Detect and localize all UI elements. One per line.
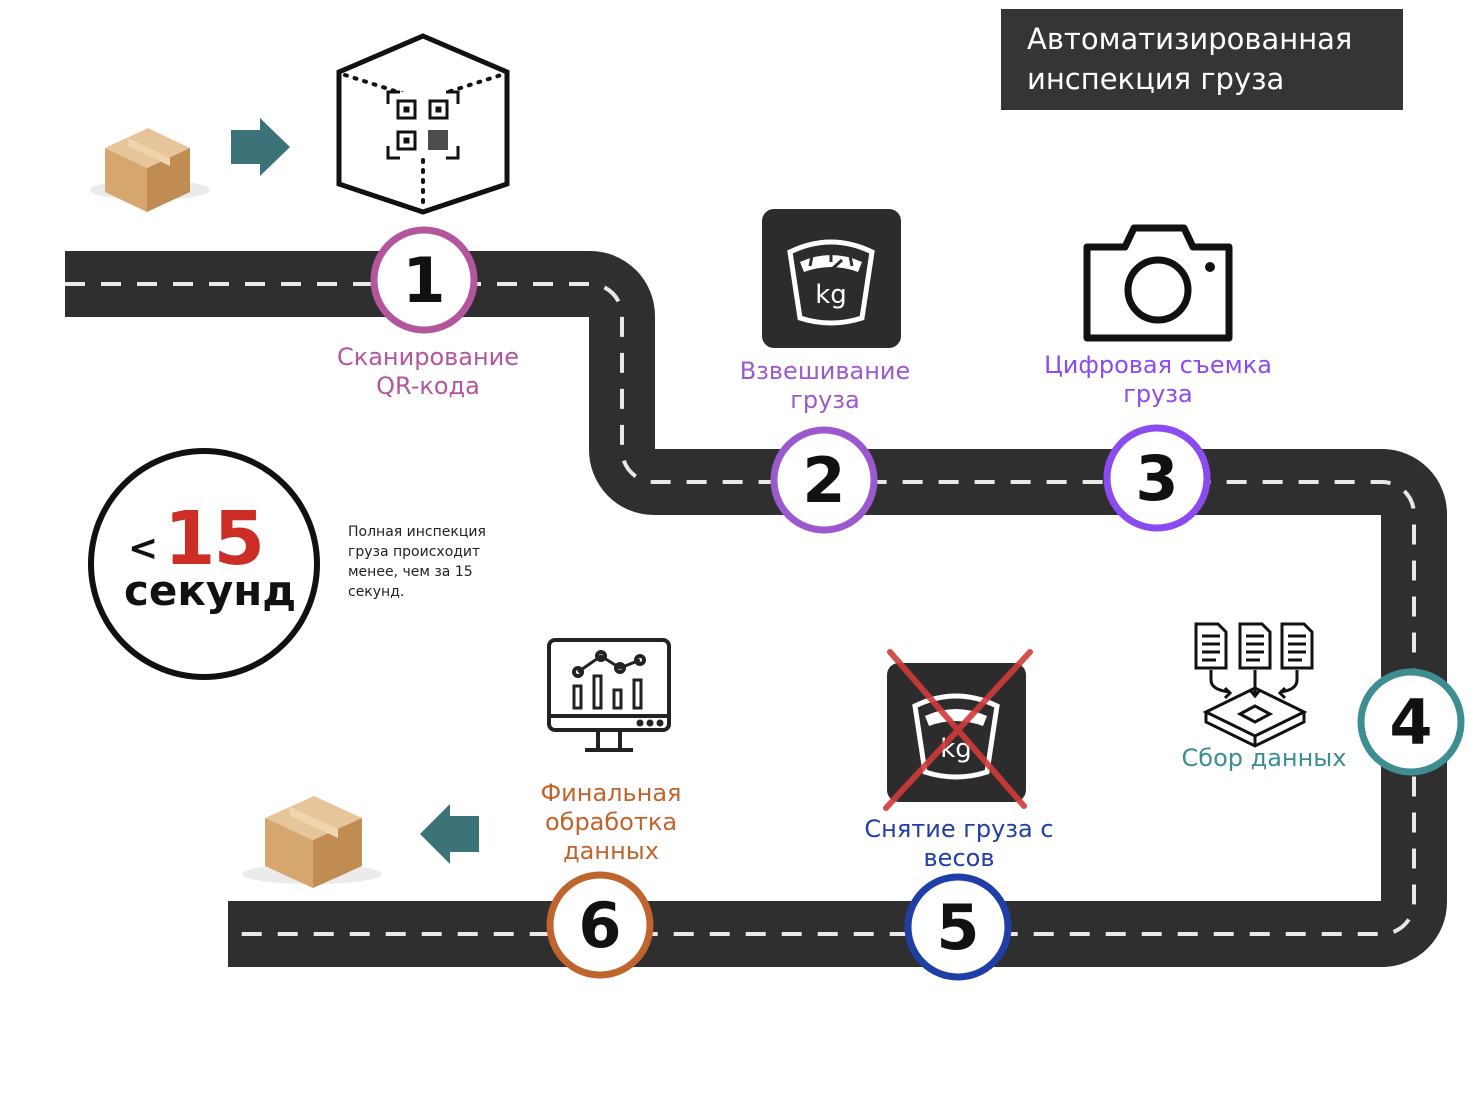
data-collection-icon: [1194, 622, 1314, 748]
step-5-marker: 5: [904, 873, 1012, 981]
title-box: Автоматизированная инспекция груза: [1001, 9, 1403, 110]
step-6-number: 6: [578, 889, 621, 962]
arrow-left-icon: [420, 804, 479, 864]
weighing-scale-icon: kg: [762, 209, 901, 348]
timer-value: 15: [164, 496, 265, 582]
inspection-note: Полная инспекция груза происходит менее,…: [348, 524, 486, 600]
step-5-number: 5: [936, 891, 979, 964]
step-3-marker: 3: [1103, 424, 1211, 532]
step-2-number: 2: [802, 444, 845, 517]
step-4-number: 4: [1389, 686, 1432, 759]
analytics-monitor-icon: [547, 638, 671, 752]
camera-icon: [1083, 224, 1233, 342]
step-6-label: Финальная обработка данных: [540, 779, 682, 865]
step-4-marker: 4: [1357, 668, 1465, 776]
step-3-label: Цифровая съемка груза: [1044, 351, 1272, 408]
step-1-label: Сканирование QR-кода: [336, 343, 520, 400]
step-1-marker: 1: [370, 226, 478, 334]
step-6-marker: 6: [546, 871, 654, 979]
step-2-marker: 2: [770, 426, 878, 534]
arrow-right-icon: [231, 118, 290, 176]
box-end-icon: [242, 796, 382, 888]
step-4-label: Сбор данных: [1181, 744, 1347, 772]
timer-circle: [88, 448, 320, 680]
road-center-line: [65, 282, 1416, 936]
timer-prefix: <: [128, 528, 159, 569]
timer-unit: секунд: [124, 566, 297, 615]
step-5-label: Снятие груза с весов: [864, 815, 1054, 872]
title-line-2: инспекция груза: [1027, 62, 1285, 96]
step-1-number: 1: [402, 244, 445, 317]
step-2-label: Взвешивание груза: [739, 357, 911, 414]
box-start-icon: [90, 128, 210, 212]
svg-text:kg: kg: [815, 280, 847, 310]
qr-scan-box-icon: [336, 33, 510, 215]
title-line-1: Автоматизированная: [1027, 22, 1353, 56]
scale-crossed-icon: kg: [883, 649, 1033, 811]
step-3-number: 3: [1135, 442, 1178, 515]
